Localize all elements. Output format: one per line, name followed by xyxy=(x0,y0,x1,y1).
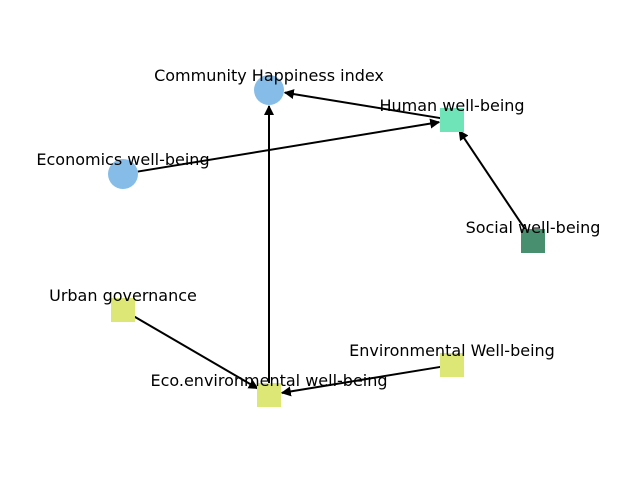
node-environmental-wellbeing xyxy=(440,353,464,377)
node-community-happiness xyxy=(254,75,284,105)
edge-human-wellbeing-to-community-happiness xyxy=(283,89,441,120)
edge-urban-governance-to-eco-environmental-wellbeing xyxy=(132,315,259,390)
node-label-environmental-wellbeing: Environmental Well-being xyxy=(349,341,555,360)
node-label-community-happiness: Community Happiness index xyxy=(154,66,384,85)
nodes-layer xyxy=(108,75,545,407)
edge-environmental-wellbeing-to-eco-environmental-wellbeing xyxy=(280,365,441,397)
node-social-wellbeing xyxy=(521,229,545,253)
node-economics-wellbeing xyxy=(108,159,138,189)
edge-social-wellbeing-to-human-wellbeing xyxy=(458,129,528,232)
node-urban-governance xyxy=(111,298,135,322)
node-label-urban-governance: Urban governance xyxy=(49,286,197,305)
node-human-wellbeing xyxy=(440,108,464,132)
edges-layer xyxy=(132,89,528,397)
node-eco-environmental-wellbeing xyxy=(257,383,281,407)
node-label-eco-environmental-wellbeing: Eco.environmental well-being xyxy=(150,371,387,390)
edge-economics-wellbeing-to-human-wellbeing xyxy=(137,118,441,173)
node-label-human-wellbeing: Human well-being xyxy=(379,96,524,115)
node-label-social-wellbeing: Social well-being xyxy=(466,218,601,237)
node-label-economics-wellbeing: Economics well-being xyxy=(36,150,209,169)
